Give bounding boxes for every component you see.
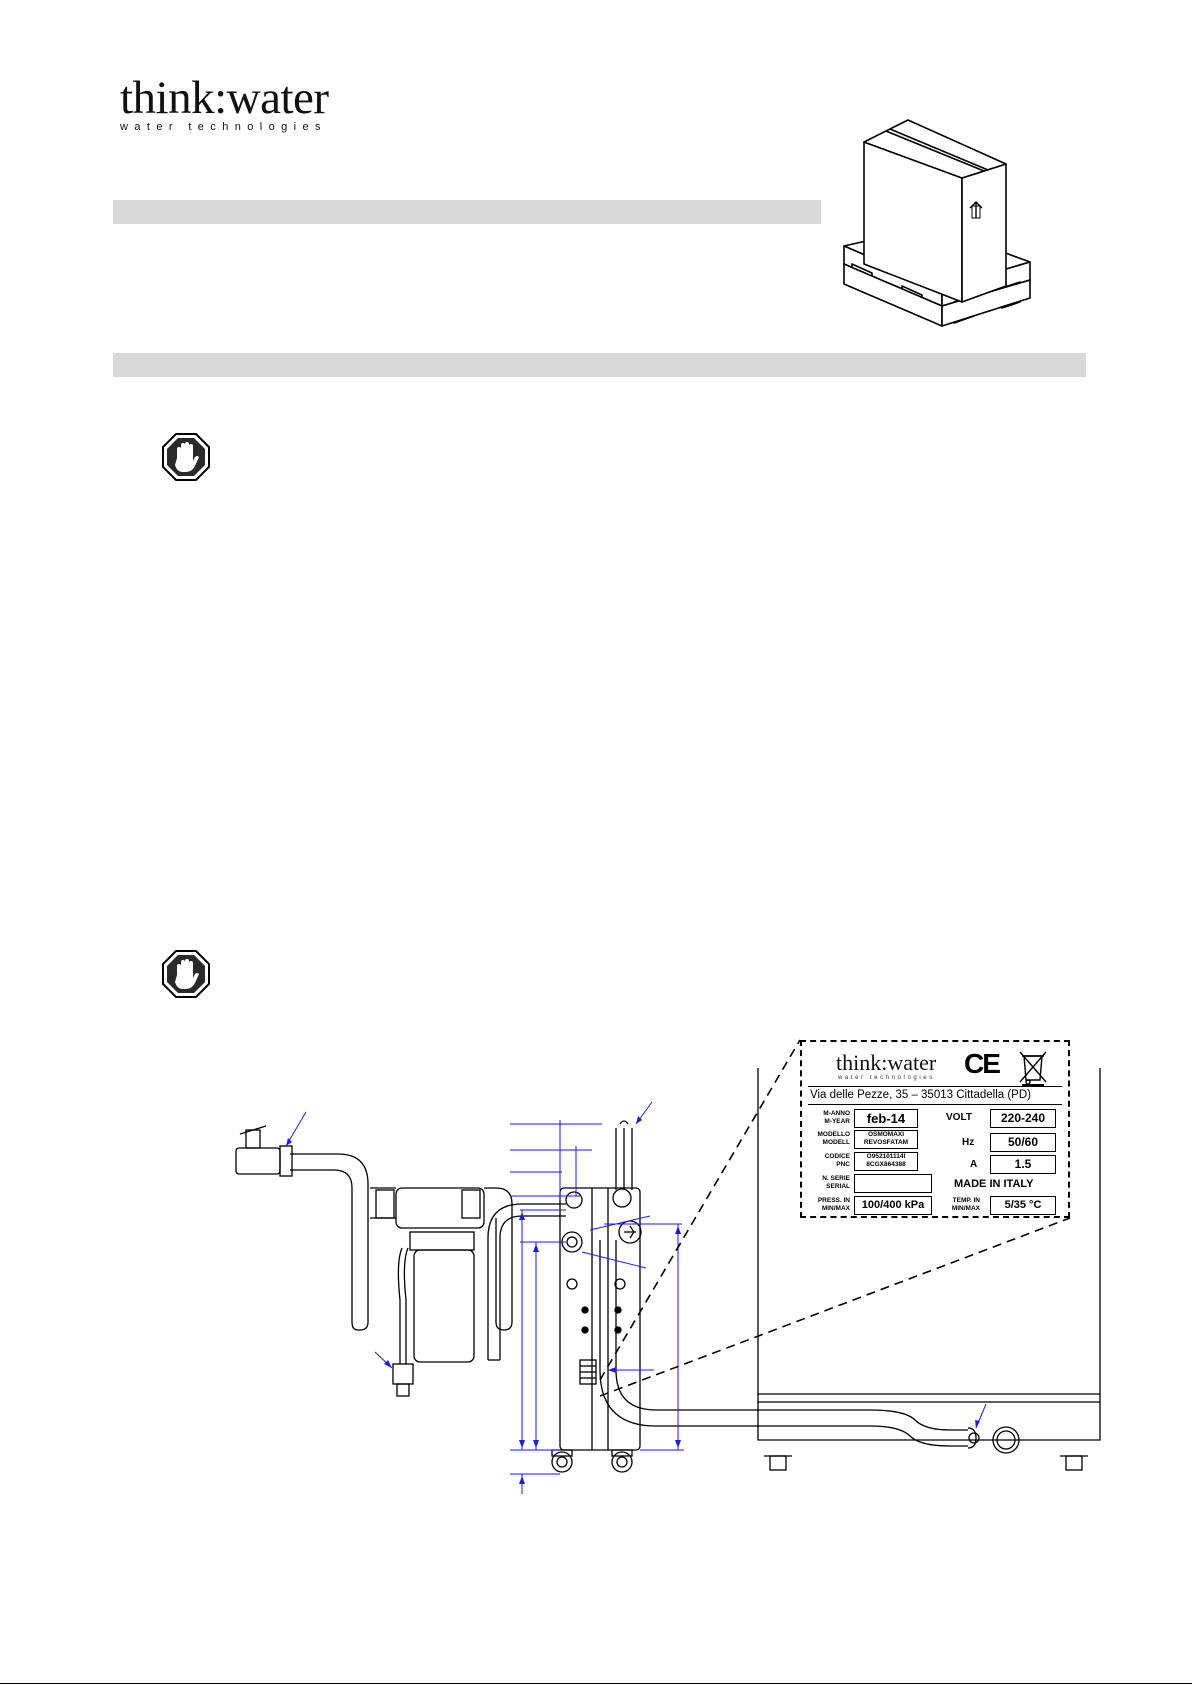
- plate-label-hz: Hz: [962, 1137, 975, 1148]
- plate-value-volt: 220-240: [990, 1109, 1056, 1128]
- stop-hand-icon: [162, 950, 210, 998]
- plate-value-year: feb-14: [854, 1109, 918, 1128]
- water-inlet-connector: [992, 1426, 1020, 1454]
- pre-filter-cartridge: [413, 1249, 475, 1363]
- plate-logo: think:water: [836, 1050, 937, 1075]
- stop-hand-icon: [162, 433, 210, 481]
- rating-plate: think:water water technologies CE Via de…: [800, 1040, 1070, 1218]
- pallet-icon: [843, 119, 1031, 327]
- plate-value-temp: 5/35 °C: [990, 1196, 1056, 1215]
- plate-address: Via delle Pezze, 35 – 35013 Cittadella (…: [810, 1089, 1031, 1101]
- ce-mark-icon: CE: [964, 1048, 1001, 1079]
- plate-value-hz: 50/60: [990, 1133, 1056, 1152]
- plate-label-volt: VOLT: [946, 1112, 972, 1123]
- section-heading-bar-1: [113, 200, 821, 224]
- machine-cabinet: [757, 1068, 1101, 1441]
- ro-unit-body: [559, 1187, 641, 1451]
- page-footer-rule: [0, 1683, 1192, 1684]
- installation-diagram: [235, 1039, 1101, 1494]
- plate-made-in: MADE IN ITALY: [954, 1178, 1034, 1190]
- plate-value-serial: [854, 1174, 932, 1193]
- plate-label-amp: A: [970, 1159, 978, 1170]
- ball-valve: [235, 1147, 281, 1175]
- crossed-out-bin-icon: [1019, 1051, 1047, 1087]
- plate-value-amp: 1.5: [990, 1155, 1056, 1174]
- pre-filter-head: [395, 1187, 485, 1229]
- plate-value-pressure: 100/400 kPa: [854, 1196, 932, 1215]
- section-heading-bar-2: [113, 353, 1086, 377]
- plate-logo-tagline: water technologies: [838, 1075, 935, 1081]
- brand-logo: think:water: [120, 72, 329, 124]
- brand-tagline: water technologies: [120, 121, 327, 133]
